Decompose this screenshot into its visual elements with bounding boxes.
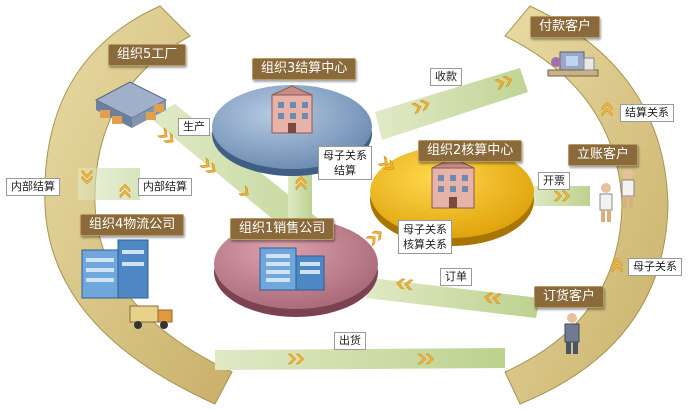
person-icon-2 — [621, 169, 635, 208]
node-org1: 组织1销售公司 — [230, 218, 335, 240]
label-settle-relation: 结算关系 — [620, 104, 674, 122]
label-collect: 收款 — [430, 68, 462, 86]
warehouse-icon — [81, 239, 149, 299]
label-order: 订单 — [440, 268, 472, 286]
node-org4: 组织4物流公司 — [80, 214, 185, 236]
factory-icon — [94, 81, 168, 128]
label-parent-child-right: 母子关系 — [628, 258, 682, 276]
node-org2: 组织2核算中心 — [418, 140, 523, 162]
label-parent-accounting: 母子关系 核算关系 — [398, 220, 452, 254]
label-invoice: 开票 — [538, 172, 570, 190]
left-ring-band — [44, 5, 233, 405]
building-icon-org2 — [431, 157, 475, 209]
flow-band-collect — [375, 68, 528, 140]
label-settle: 结算 — [334, 164, 356, 177]
label-parent-settle: 母子关系 结算 — [318, 146, 372, 180]
label-parent-child-2: 母子关系 — [403, 223, 447, 236]
label-accounting: 核算关系 — [403, 238, 447, 251]
label-produce: 生产 — [178, 118, 210, 136]
node-org5: 组织5工厂 — [108, 44, 187, 66]
truck-icon — [129, 305, 173, 329]
node-org3: 组织3结算中心 — [252, 58, 357, 80]
label-parent-child-1: 母子关系 — [323, 149, 367, 162]
node-pay-customer: 付款客户 — [530, 16, 601, 38]
node-order-customer: 订货客户 — [534, 286, 605, 308]
label-ship: 出货 — [334, 332, 366, 350]
person-icon-3 — [564, 313, 580, 354]
label-internal-settle-1: 内部结算 — [6, 178, 60, 196]
building-icon-org3 — [271, 85, 313, 134]
arrows-accounting — [365, 227, 385, 246]
label-internal-settle-2: 内部结算 — [138, 178, 192, 196]
node-account-customer: 立账客户 — [568, 144, 639, 166]
person-icon-1 — [599, 183, 613, 222]
building-icon-org1 — [259, 247, 325, 291]
computer-desk-icon — [547, 51, 599, 77]
flow-band-ship — [215, 348, 505, 370]
